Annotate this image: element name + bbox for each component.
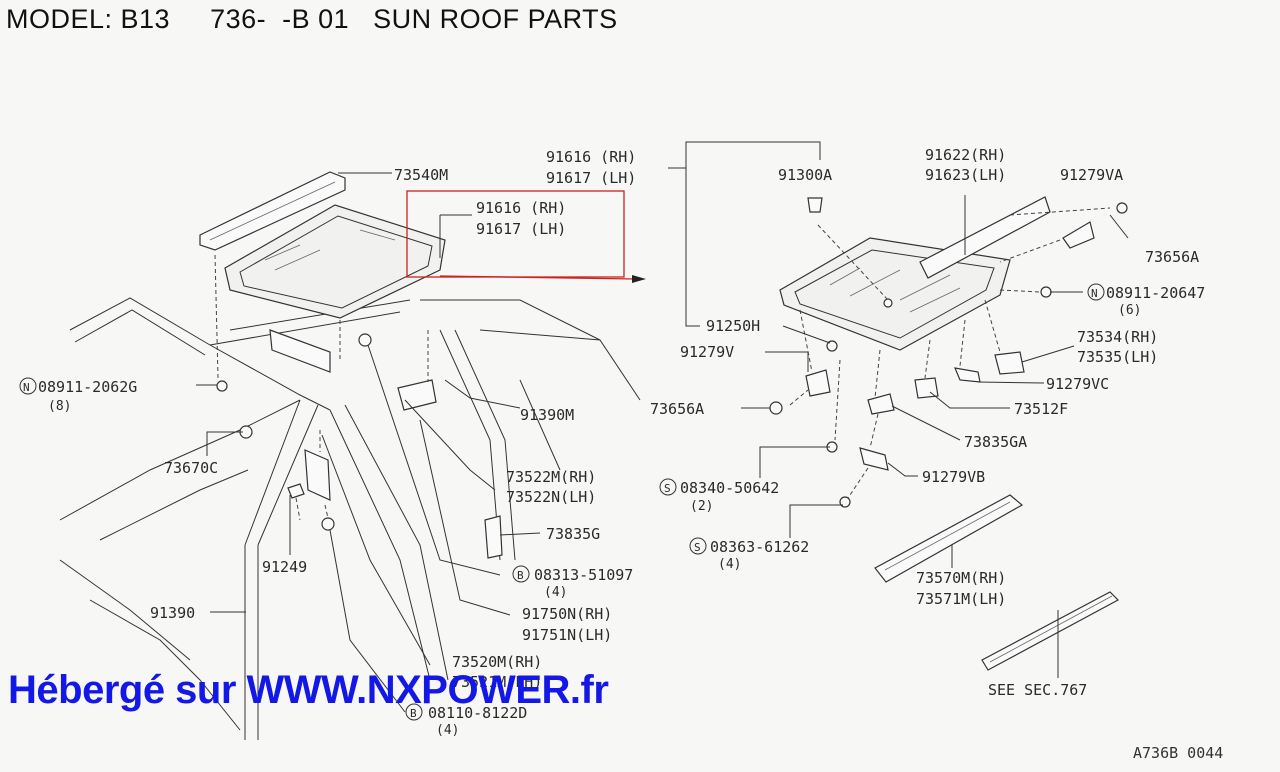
label-08911-2062G: 08911-2062G xyxy=(38,378,137,396)
label-73570M: 73570M(RH) xyxy=(916,569,1006,587)
label-73534: 73534(RH) xyxy=(1077,328,1158,346)
label-73512F: 73512F xyxy=(1014,400,1068,418)
leader-lines xyxy=(196,141,1129,713)
label-91390: 91390 xyxy=(150,604,195,622)
qty-08911-2062G: (8) xyxy=(48,399,71,414)
label-91616-top: 91616 (RH) xyxy=(546,148,636,166)
label-91250H: 91250H xyxy=(706,317,760,335)
s-badge-letter: S xyxy=(664,482,671,495)
label-91751N: 91751N(LH) xyxy=(522,626,612,644)
label-08911-20647: 08911-20647 xyxy=(1106,284,1205,302)
label-73535: 73535(LH) xyxy=(1077,348,1158,366)
qty-08911-20647: (6) xyxy=(1118,303,1141,318)
label-91617-top: 91617 (LH) xyxy=(546,169,636,187)
label-91390M: 91390M xyxy=(520,406,574,424)
label-91279VB: 91279VB xyxy=(922,468,985,486)
qty-08313-51097: (4) xyxy=(544,585,567,600)
label-73670C: 73670C xyxy=(164,459,218,477)
qty-08363-61262: (4) xyxy=(718,557,741,572)
part-73540M-front-deflector xyxy=(199,171,346,379)
label-08110-8122D: 08110-8122D xyxy=(428,704,527,722)
label-91249: 91249 xyxy=(262,558,307,576)
part-sunroof-glass-left xyxy=(224,204,446,360)
label-73521M: 73521M(LH) xyxy=(452,673,542,691)
label-73522M: 73522M(RH) xyxy=(506,468,596,486)
hosting-watermark: Hébergé sur WWW.NXPOWER.fr xyxy=(8,668,609,712)
label-73656A-left: 73656A xyxy=(650,400,704,418)
label-91279VA: 91279VA xyxy=(1060,166,1123,184)
label-91623: 91623(LH) xyxy=(925,166,1006,184)
n-badge-icon-2 xyxy=(19,377,37,395)
n-badge-icon xyxy=(1087,283,1105,301)
part-91622-side-rail xyxy=(919,196,1051,279)
label-91616-inset: 91616 (RH) xyxy=(476,199,566,217)
label-73522N: 73522N(LH) xyxy=(506,488,596,506)
n-badge-letter-2: N xyxy=(23,381,30,394)
label-91279VC: 91279VC xyxy=(1046,375,1109,393)
label-73835GA: 73835GA xyxy=(964,433,1027,451)
b-badge-icon xyxy=(512,565,530,583)
label-73835G: 73835G xyxy=(546,525,600,543)
part-91616-glass-right xyxy=(779,224,1011,351)
label-73571M: 73571M(LH) xyxy=(916,590,1006,608)
diagram-reference-code: A736B 0044 xyxy=(1133,744,1224,762)
label-91750N: 91750N(RH) xyxy=(522,605,612,623)
s-badge-icon xyxy=(659,478,677,496)
b-badge-icon-2 xyxy=(405,703,423,721)
left-hardware xyxy=(216,329,503,559)
label-08340-50642: 08340-50642 xyxy=(680,479,779,497)
page-title: MODEL: B13 736- -B 01 SUN ROOF PARTS xyxy=(6,4,618,34)
label-91617-inset: 91617 (LH) xyxy=(476,220,566,238)
qty-08340-50642: (2) xyxy=(690,499,713,514)
label-91300A: 91300A xyxy=(778,166,832,184)
b-badge-letter: B xyxy=(517,569,524,582)
label-see-sec-767: SEE SEC.767 xyxy=(988,681,1087,699)
label-91622: 91622(RH) xyxy=(925,146,1006,164)
label-73520M: 73520M(RH) xyxy=(452,653,542,671)
s-badge-letter-2: S xyxy=(694,541,701,554)
label-73540M: 73540M xyxy=(394,166,448,184)
s-badge-icon-2 xyxy=(689,537,707,555)
right-hardware xyxy=(769,197,1128,508)
label-08363-61262: 08363-61262 xyxy=(710,538,809,556)
part-number-labels: 73540M 91616 (RH) 91617 (LH) 91616 (RH) … xyxy=(19,146,1205,738)
label-08313-51097: 08313-51097 xyxy=(534,566,633,584)
label-91279V: 91279V xyxy=(680,343,734,361)
qty-08110-8122D: (4) xyxy=(436,723,459,738)
inset-highlight-box xyxy=(406,190,646,283)
n-badge-letter: N xyxy=(1091,287,1098,300)
b-badge-letter-2: B xyxy=(410,707,417,720)
part-sec767-rail xyxy=(981,591,1119,671)
part-73570M-drain-channel xyxy=(874,494,1024,583)
label-73656A-top: 73656A xyxy=(1145,248,1199,266)
